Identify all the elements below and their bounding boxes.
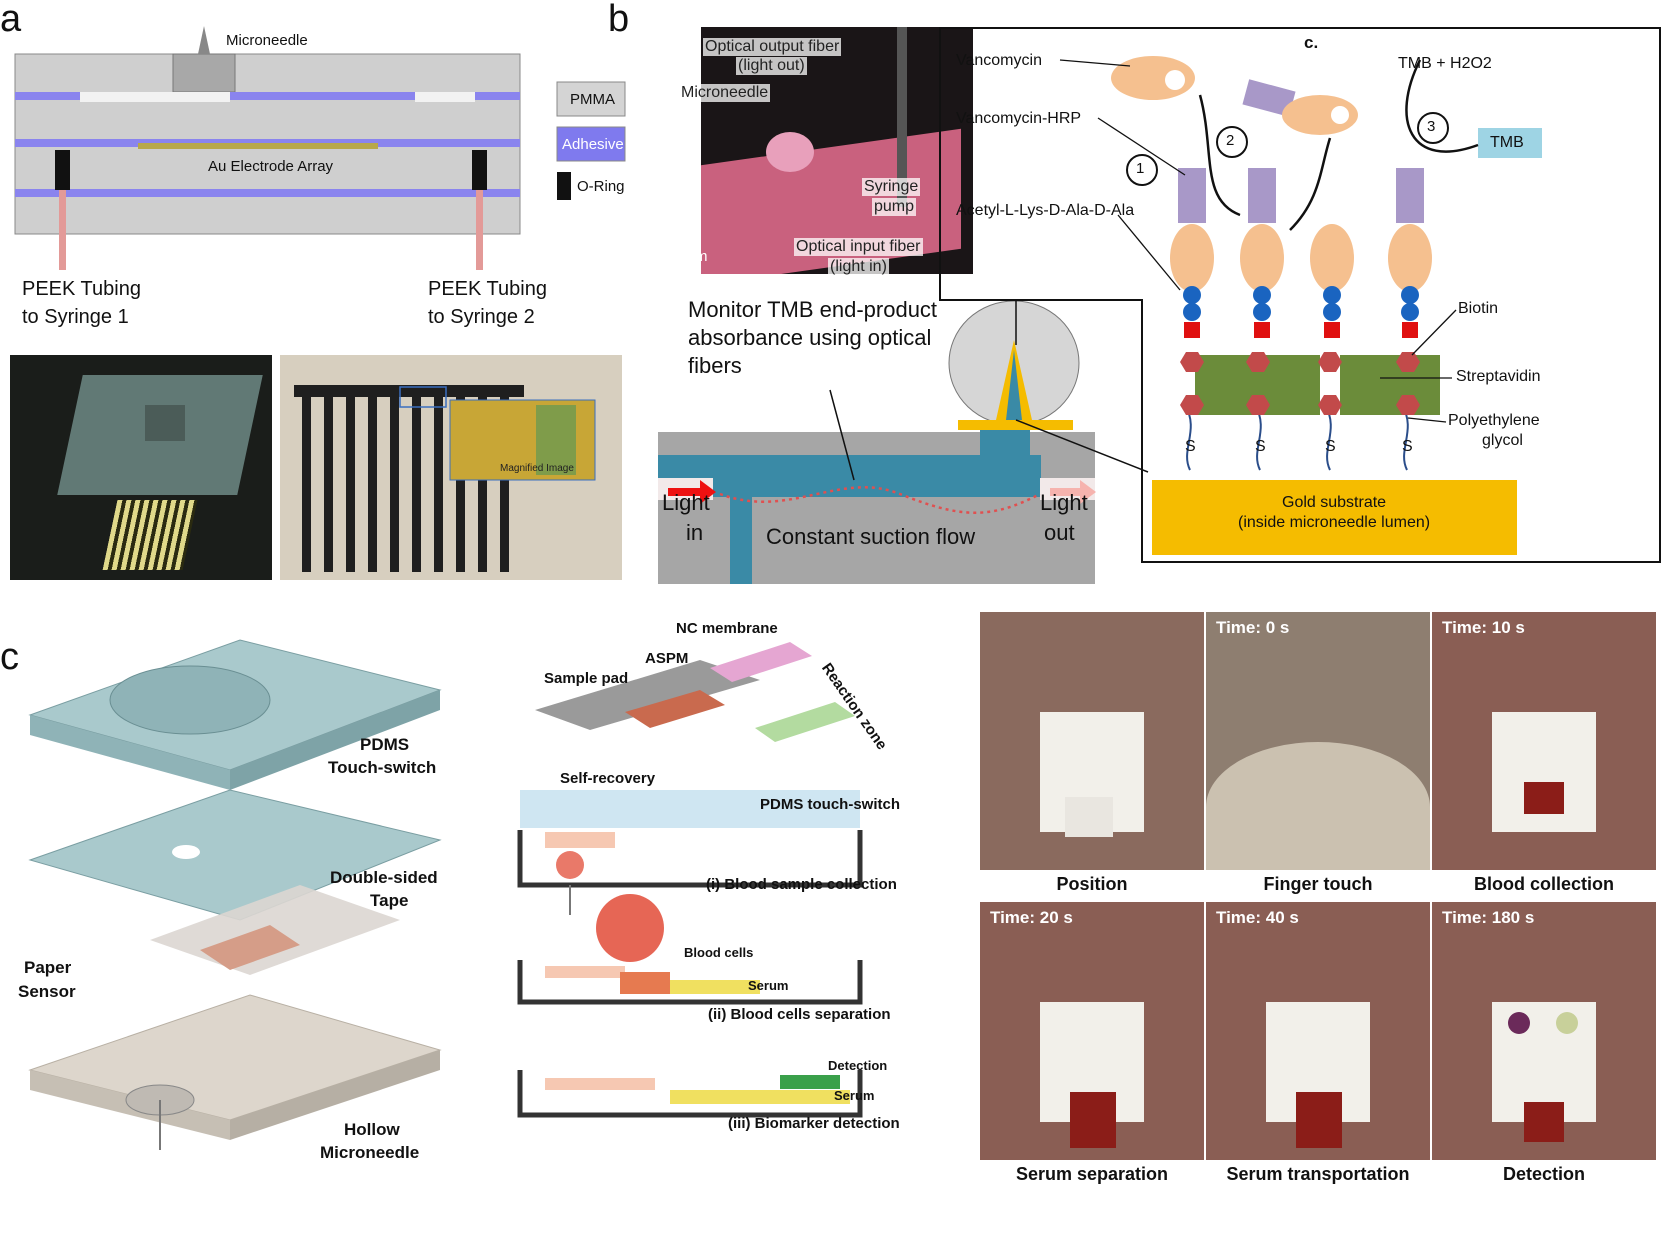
s-label-1: S [1185,438,1196,455]
panel-b: c. Optical output fiber (light out) Micr… [640,0,1665,600]
pdms-line2: Touch-switch [328,758,437,777]
photo-caption-4: Serum transportation [1206,1160,1430,1188]
light-in-line1: Light [662,490,710,515]
panel-c: PDMS Touch-switch Double-sided Tape Pape… [0,612,1665,1243]
self-recovery-label: Self-recovery [560,770,656,787]
step-3: 3 [1427,118,1436,135]
legend-oring: O-Ring [577,178,625,195]
streptavidin-label: Streptavidin [1456,368,1541,385]
optical-input-line1: Optical input fiber [794,238,923,256]
serum-label-2: Serum [834,1088,875,1103]
peg-line2: glycol [1482,432,1523,449]
magnified-label: Magnified Image [500,463,574,474]
needle-line1: Hollow [344,1120,400,1139]
photo-caption-0: Position [980,870,1204,898]
optical-output-line1: Optical output fiber [703,38,842,56]
gold-line1: Gold substrate [1282,494,1387,511]
tubing2-line2: to Syringe 2 [428,306,535,328]
legend-pmma: PMMA [570,91,615,108]
photo-caption-2: Blood collection [1432,870,1656,898]
sample-pad-label: Sample pad [544,670,629,687]
optical-output-line2: (light out) [736,57,807,75]
s-label-2: S [1255,438,1266,455]
monitor-line2: absorbance using optical [688,325,932,350]
photo-time-3: Time: 20 s [990,908,1073,927]
device-photo [10,355,272,580]
light-out-line1: Light [1040,490,1088,515]
photo-time-2: Time: 10 s [1442,618,1525,637]
monitor-line3: fibers [688,353,742,378]
tmb-label: TMB [1490,134,1524,151]
legend-adhesive: Adhesive [562,136,624,153]
microneedle-label: Microneedle [226,32,308,49]
step2-label: (ii) Blood cells separation [708,1006,891,1023]
monitor-line1: Monitor TMB end-product [688,297,938,322]
inset-photo [701,27,973,274]
paper-line2: Sensor [18,982,76,1001]
gold-line2: (inside microneedle lumen) [1238,514,1431,531]
tape-line1: Double-sided [330,868,438,887]
biotin-label: Biotin [1458,300,1499,317]
tubing1-line2: to Syringe 1 [22,306,129,328]
photo-time-5: Time: 180 s [1442,908,1535,927]
peptide-label: Acetyl-L-Lys-D-Ala-D-Ala [956,202,1135,219]
channel-diagram [658,27,1661,584]
photo-finger-touch: Time: 0 s Finger touch [1206,612,1430,898]
panel-letter-c: c [0,636,19,678]
suction-label: Constant suction flow [766,524,976,549]
photo-detection: Time: 180 s Detection [1432,902,1656,1188]
optical-input-line2: (light in) [828,258,889,276]
pdms-touch-label: PDMS touch-switch [760,796,901,813]
panel-a: Microneedle Au Electrode Array PMMA Adhe… [0,0,640,600]
photo-caption-1: Finger touch [1206,870,1430,898]
photo-time-1: Time: 0 s [1216,618,1290,637]
scale-bar-label: 5 mm [670,248,708,265]
vancomycin-label: Vancomycin [956,52,1042,69]
tubing2-line1: PEEK Tubing [428,278,547,300]
paper-line1: Paper [24,958,72,977]
step-2: 2 [1226,132,1235,149]
s-label-4: S [1402,438,1413,455]
photo-blood-collection: Time: 10 s Blood collection [1432,612,1656,898]
step-1: 1 [1136,160,1145,177]
panel-letter-b: b [608,0,630,40]
device-cross-section [14,26,626,270]
syringe-line2: pump [872,198,917,216]
step3-label: (iii) Biomarker detection [728,1115,900,1132]
photo-grid: Position Time: 0 s Finger touch Time: 10… [980,612,1660,1207]
peg-line1: Polyethylene [1448,412,1540,429]
panel-letter-a: a [0,0,22,40]
electrode-label: Au Electrode Array [208,158,334,175]
light-out-line2: out [1044,520,1075,545]
photo-caption-5: Detection [1432,1160,1656,1188]
photo-caption-3: Serum separation [980,1160,1204,1188]
inset-letter: c. [1304,33,1319,52]
blood-cells-label: Blood cells [684,945,754,960]
syringe-line1: Syringe [862,178,921,196]
vancomycin-hrp-label: Vancomycin-HRP [956,110,1082,127]
detection-label: Detection [828,1058,888,1073]
tubing1-line1: PEEK Tubing [22,278,141,300]
exploded-device-diagram [28,639,863,1150]
tape-line2: Tape [370,891,409,910]
pdms-line1: PDMS [360,735,410,754]
tmb-h2o2-label: TMB + H2O2 [1398,55,1492,72]
inset-microneedle: Microneedle [679,84,771,102]
photo-serum-transportation: Time: 40 s Serum transportation [1206,902,1430,1188]
s-label-3: S [1325,438,1336,455]
needle-line2: Microneedle [320,1143,420,1162]
nc-membrane-label: NC membrane [676,620,778,637]
aspm-label: ASPM [645,650,689,667]
serum-label-1: Serum [748,978,789,993]
electrode-array-photo: Magnified Image [280,355,622,580]
photo-position: Position [980,612,1204,898]
light-in-line2: in [686,520,704,545]
photo-serum-separation: Time: 20 s Serum separation [980,902,1204,1188]
step1-label: (i) Blood sample collection [706,876,897,893]
photo-time-4: Time: 40 s [1216,908,1299,927]
